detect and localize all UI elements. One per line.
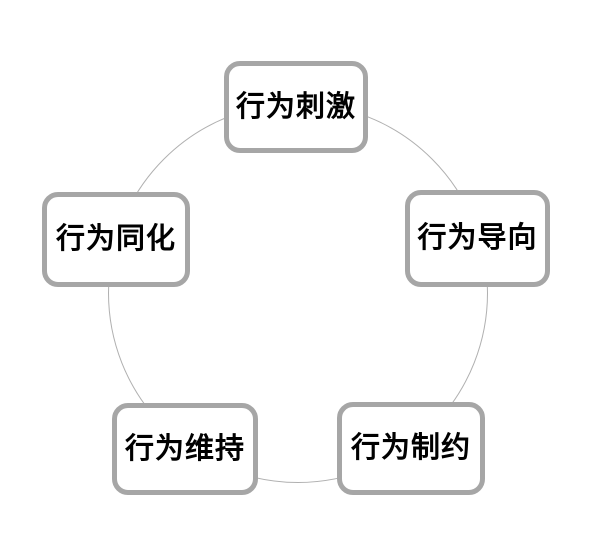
node-behavior-stimulation: 行为刺激: [224, 61, 368, 153]
node-behavior-maintenance: 行为维持: [112, 403, 258, 495]
node-label-behavior-restriction: 行为制约: [350, 432, 471, 464]
node-label-behavior-maintenance: 行为维持: [124, 432, 245, 465]
node-label-behavior-assimilation: 行为同化: [55, 223, 176, 255]
node-label-behavior-orientation: 行为导向: [417, 222, 538, 254]
node-behavior-restriction: 行为制约: [337, 402, 485, 495]
node-behavior-orientation: 行为导向: [405, 190, 550, 287]
node-label-behavior-stimulation: 行为刺激: [235, 90, 356, 123]
node-behavior-assimilation: 行为同化: [42, 192, 190, 287]
